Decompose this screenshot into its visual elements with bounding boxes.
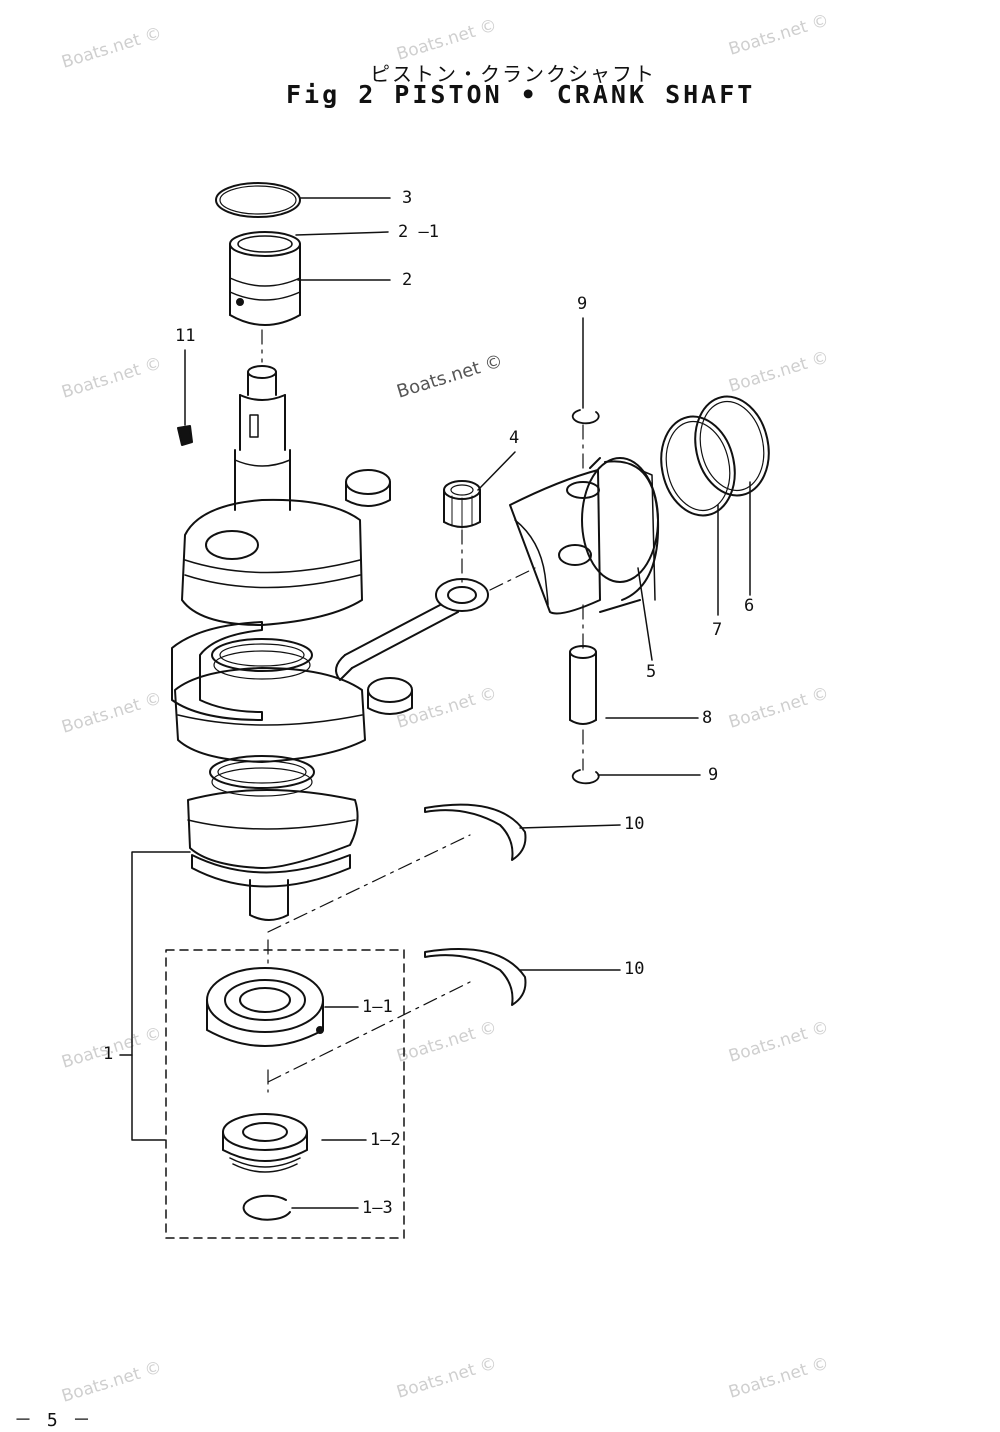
callout-1: 1 [103, 1044, 114, 1064]
callout-1-1: 1–1 [362, 997, 393, 1017]
page-number: － 5 － [14, 1410, 93, 1431]
assembly-bracket [119, 851, 191, 1141]
callout-2: 2 [402, 270, 413, 290]
callout-1-3: 1–3 [362, 1198, 393, 1218]
subassembly-box [165, 949, 405, 1239]
needle-bearing [443, 480, 481, 529]
crankshaft [171, 365, 413, 921]
callout-7: 7 [712, 620, 723, 640]
piston-pin [569, 645, 597, 725]
callout-10-top: 10 [624, 814, 645, 834]
callout-10-bottom: 10 [624, 959, 645, 979]
woodruff-key [177, 425, 193, 446]
figure-title: Fig 2 PISTON • CRANK SHAFT [286, 80, 756, 109]
circlip [571, 409, 600, 425]
callout-5: 5 [646, 662, 657, 682]
circlip [242, 1194, 291, 1221]
callout-8: 8 [702, 708, 713, 728]
callout-9-bottom: 9 [708, 765, 719, 785]
callout-1-2: 1–2 [370, 1130, 401, 1150]
thrust-washer [424, 948, 527, 1006]
connecting-rod [335, 578, 489, 681]
leader-lines [184, 197, 751, 1209]
piston-rings [660, 395, 770, 517]
callout-9-top: 9 [577, 294, 588, 314]
circlip [571, 769, 600, 785]
callout-3: 3 [402, 188, 413, 208]
callout-11: 11 [175, 326, 196, 346]
bearing-sleeve [229, 231, 301, 326]
callout-4: 4 [509, 428, 520, 448]
oil-seal [222, 1113, 308, 1173]
piston [509, 457, 660, 615]
title-japanese: ピストン・クランクシャフト [370, 62, 656, 86]
callout-2-1: 2 –1 [398, 222, 439, 242]
o-ring [215, 182, 301, 218]
callout-6: 6 [744, 596, 755, 616]
ball-bearing [206, 967, 324, 1047]
assembly-axes [261, 329, 584, 1093]
thrust-washer [424, 803, 527, 861]
